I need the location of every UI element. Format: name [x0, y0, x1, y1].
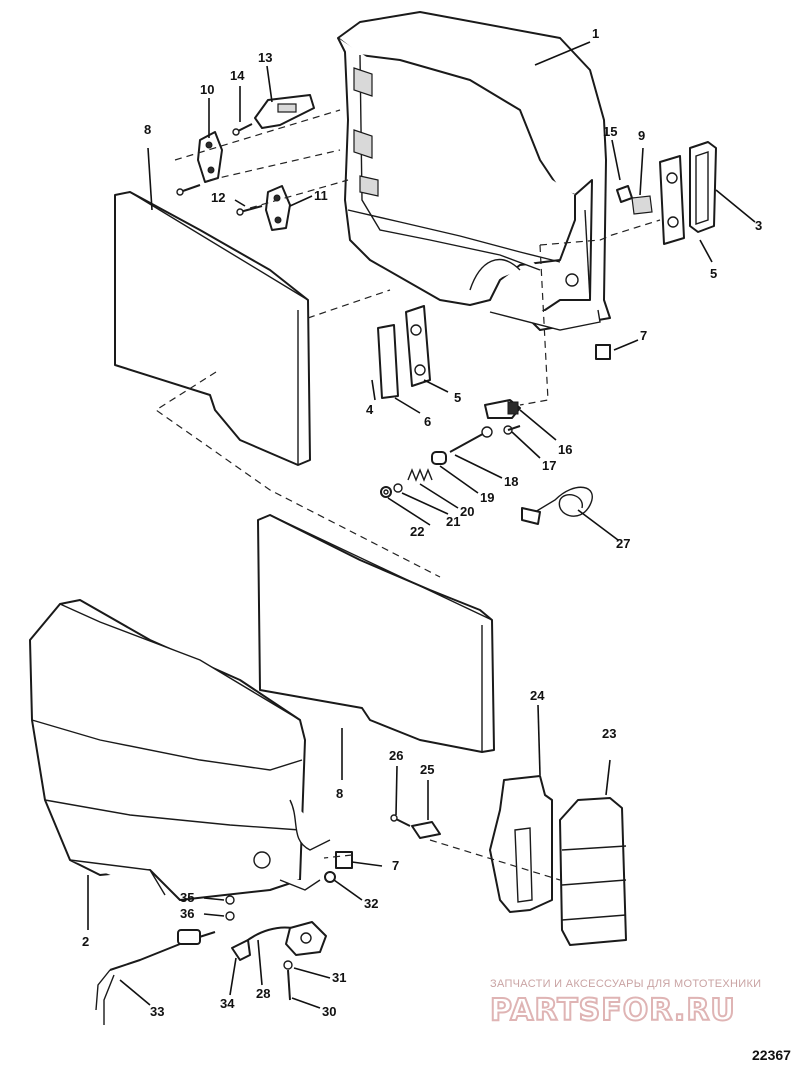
- cover-23: [559, 797, 627, 946]
- callout-4: 4: [366, 402, 374, 417]
- callout-7-lower: 7: [392, 858, 399, 873]
- nut-22: [380, 486, 392, 498]
- clip-34: [231, 939, 251, 961]
- callout-14: 14: [230, 68, 245, 83]
- callout-17: 17: [542, 458, 556, 473]
- gasket-rear: [659, 155, 685, 245]
- callout-5-mid: 5: [454, 390, 461, 405]
- callout-16: 16: [558, 442, 572, 457]
- callout-numbers: 1 2 3 4 5 5 6 7 7 8 8 9 10 11 12 13 14 1…: [82, 26, 762, 1019]
- seal-24: [489, 775, 553, 913]
- hinge-bracket-upper: [197, 131, 223, 183]
- callout-12: 12: [211, 190, 225, 205]
- callout-23: 23: [602, 726, 616, 741]
- callout-6: 6: [424, 414, 431, 429]
- nut-32: [324, 871, 336, 883]
- screw-26: [390, 814, 411, 827]
- callout-20: 20: [460, 504, 474, 519]
- callout-5-rear: 5: [710, 266, 717, 281]
- callout-31: 31: [332, 970, 346, 985]
- leader-lines: [87, 41, 756, 1009]
- washer-36: [225, 911, 235, 921]
- callout-10: 10: [200, 82, 214, 97]
- seal-pad: [631, 195, 653, 215]
- screw-upper: [232, 123, 253, 136]
- harness-33: [95, 929, 216, 1025]
- rear-handle: [689, 141, 717, 233]
- side-panel-upper: [114, 191, 311, 466]
- callout-26: 26: [389, 748, 403, 763]
- callout-33: 33: [150, 1004, 164, 1019]
- washer-31: [283, 960, 293, 970]
- callout-34: 34: [220, 996, 235, 1011]
- cable-27: [521, 486, 593, 525]
- rod-18: [449, 426, 493, 453]
- screw-30: [287, 969, 291, 1001]
- callout-3: 3: [755, 218, 762, 233]
- callout-1: 1: [592, 26, 599, 41]
- side-panel-lower: [257, 514, 495, 753]
- nut-15: [616, 185, 633, 203]
- watermark-caption: ЗАПЧАСТИ И АКСЕССУАРЫ ДЛЯ МОТОТЕХНИКИ: [490, 978, 761, 990]
- callout-24: 24: [530, 688, 545, 703]
- callout-32: 32: [364, 896, 378, 911]
- callout-7-upper: 7: [640, 328, 647, 343]
- washer-21: [393, 483, 403, 493]
- callout-19: 19: [480, 490, 494, 505]
- gasket-5-mid: [405, 305, 431, 387]
- latch-bracket: [254, 94, 315, 129]
- grommet-7-lower: [335, 851, 353, 869]
- latch-knob-16: [484, 399, 521, 419]
- screw-17: [503, 425, 521, 435]
- bushing-19: [431, 451, 447, 465]
- callout-15: 15: [603, 124, 617, 139]
- callout-28: 28: [256, 986, 270, 1001]
- upper-cowl: [337, 11, 611, 331]
- callout-18: 18: [504, 474, 518, 489]
- screw-pair: [176, 184, 263, 216]
- callout-8-lower: 8: [336, 786, 343, 801]
- grommet-7-upper: [595, 344, 611, 360]
- assembly-guidelines: [154, 109, 661, 881]
- callout-35: 35: [180, 890, 194, 905]
- plate-6: [377, 324, 399, 399]
- callout-36: 36: [180, 906, 194, 921]
- callout-11: 11: [314, 188, 328, 203]
- hose-28: [243, 926, 293, 944]
- lower-cowl: [29, 599, 331, 901]
- callout-21: 21: [446, 514, 460, 529]
- screw-35: [225, 895, 235, 905]
- callout-8-upper: 8: [144, 122, 151, 137]
- fitting-assembly: [285, 921, 327, 956]
- callout-30: 30: [322, 1004, 336, 1019]
- callout-13: 13: [258, 50, 272, 65]
- callout-2: 2: [82, 934, 89, 949]
- callout-27: 27: [616, 536, 630, 551]
- callout-9: 9: [638, 128, 645, 143]
- watermark-logo: PARTSFOR.RU: [490, 993, 736, 1028]
- watermark: ЗАПЧАСТИ И АКСЕССУАРЫ ДЛЯ МОТОТЕХНИКИ PA…: [489, 978, 761, 1029]
- hinge-bracket-lower: [265, 185, 291, 231]
- callout-25: 25: [420, 762, 434, 777]
- clip-25: [411, 821, 441, 839]
- spring-20: [407, 468, 433, 482]
- callout-22: 22: [410, 524, 424, 539]
- figure-number: 22367: [752, 1047, 791, 1063]
